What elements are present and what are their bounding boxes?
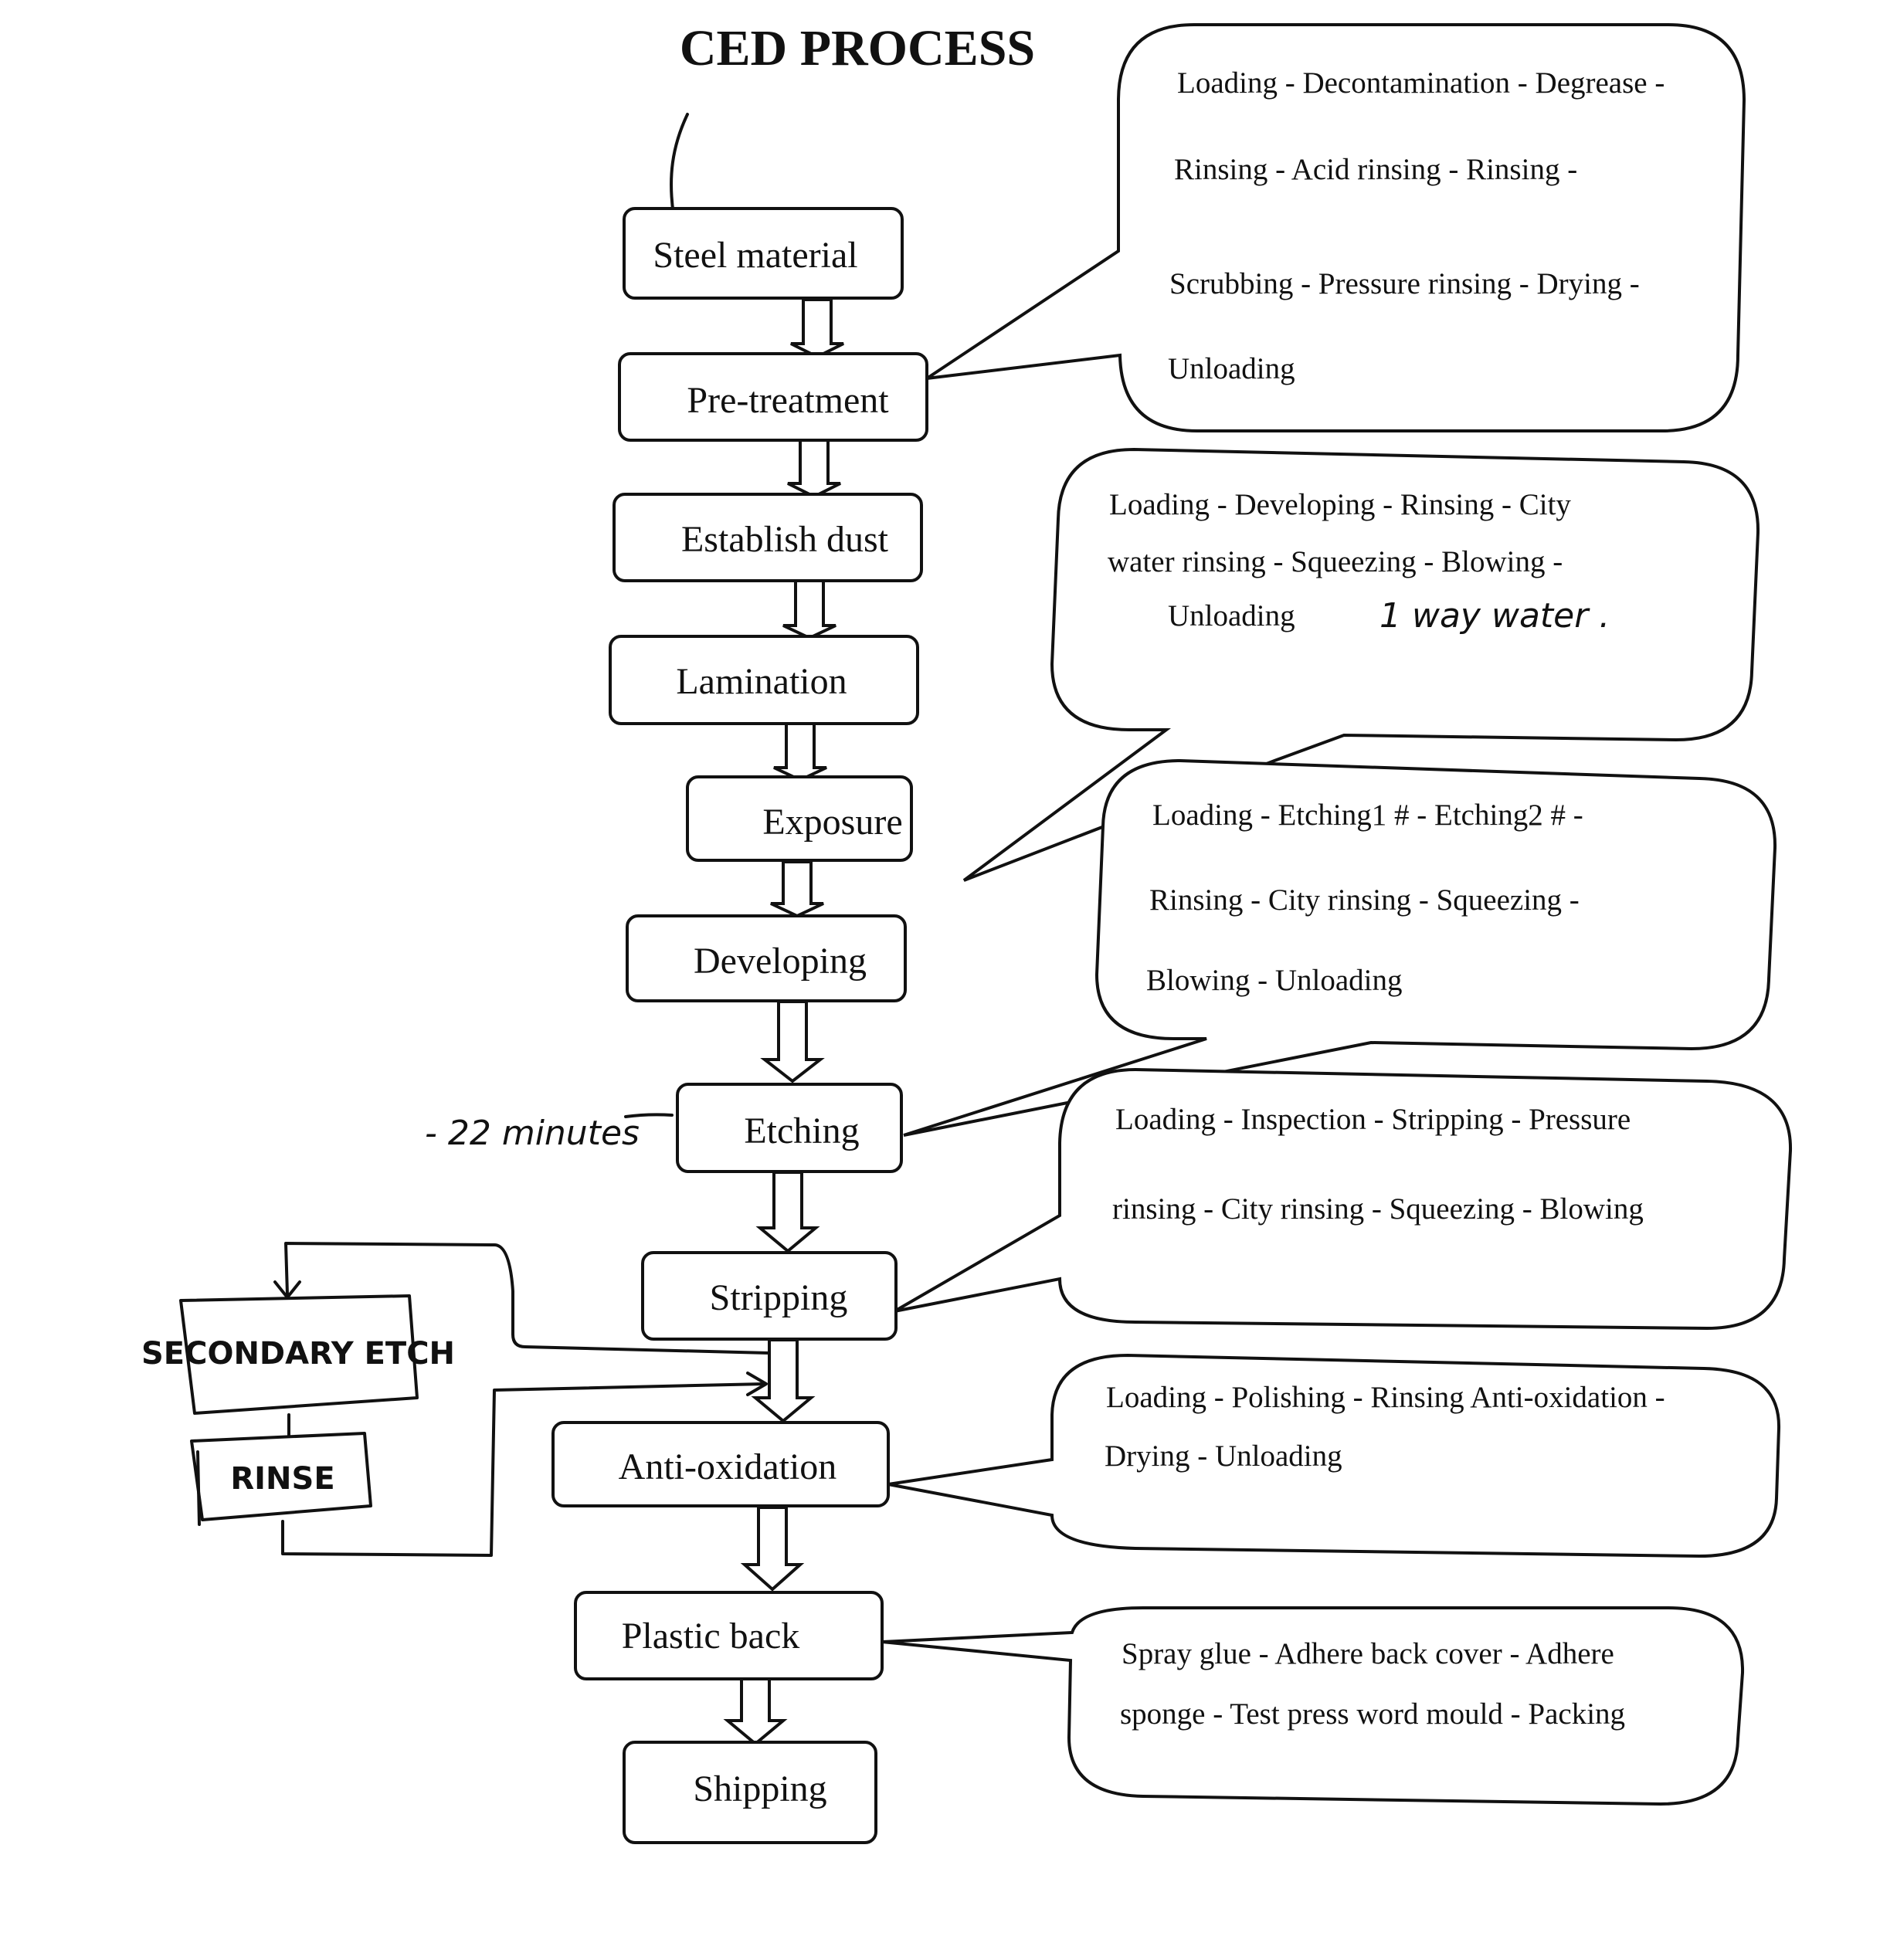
callout-line: sponge - Test press word mould - Packing xyxy=(1120,1697,1625,1731)
step-label: Lamination xyxy=(676,661,847,702)
step-label: Shipping xyxy=(693,1768,826,1809)
callout-line: Scrubbing - Pressure rinsing - Drying - xyxy=(1169,267,1640,300)
callout-line: Loading - Polishing - Rinsing Anti-oxida… xyxy=(1106,1381,1665,1414)
step-establish-dust: Establish dust xyxy=(614,494,921,581)
step-label: Steel material xyxy=(653,235,857,276)
callout-line: Rinsing - Acid rinsing - Rinsing - xyxy=(1174,153,1577,186)
arrow-pretreatment-to-dust xyxy=(788,439,840,497)
step-developing: Developing xyxy=(627,916,905,1001)
step-label: Anti-oxidation xyxy=(619,1446,837,1487)
rinse-label: RINSE xyxy=(230,1461,334,1497)
callout-line: Loading - Developing - Rinsing - City xyxy=(1109,488,1571,521)
callout-line: Rinsing - City rinsing - Squeezing - xyxy=(1149,883,1580,917)
rinse-down-tick xyxy=(198,1452,199,1524)
step-shipping: Shipping xyxy=(624,1742,876,1843)
arrow-dust-to-lamination xyxy=(783,581,836,638)
step-lamination: Lamination xyxy=(610,636,918,724)
step-label: Etching xyxy=(744,1111,859,1151)
callout-line: Loading - Inspection - Stripping - Press… xyxy=(1115,1103,1631,1136)
step-label: Plastic back xyxy=(622,1616,800,1657)
callout-line: Unloading xyxy=(1168,599,1295,632)
secondary-etch-label: SECONDARY ETCH xyxy=(141,1336,455,1372)
step-label: Stripping xyxy=(710,1277,848,1318)
arrow-plastic-to-shipping xyxy=(728,1677,783,1744)
hand-drawn-curve xyxy=(671,114,687,215)
handwritten-note: 1 way water . xyxy=(1379,596,1610,636)
step-label: Developing xyxy=(694,941,867,982)
step-etching: Etching xyxy=(677,1084,901,1172)
callout-line: Spray glue - Adhere back cover - Adhere xyxy=(1122,1637,1614,1670)
step-exposure: Exposure xyxy=(687,777,911,860)
etching-time-note: - 22 minutes xyxy=(425,1114,640,1153)
callout-line: Drying - Unloading xyxy=(1105,1439,1342,1473)
step-pre-treatment: Pre-treatment xyxy=(619,354,927,440)
process-steps: Steel material Pre-treatment Establish d… xyxy=(553,209,927,1843)
callout-line: Loading - Decontamination - Degrease - xyxy=(1177,66,1665,100)
callout-line: water rinsing - Squeezing - Blowing - xyxy=(1108,545,1563,578)
callout-line: Blowing - Unloading xyxy=(1146,964,1402,997)
arrow-exposure-to-developing xyxy=(771,862,823,916)
arrow-lamination-to-exposure xyxy=(774,724,826,780)
step-steel-material: Steel material xyxy=(624,209,902,298)
step-anti-oxidation: Anti-oxidation xyxy=(553,1423,888,1506)
step-label: Exposure xyxy=(762,802,902,843)
callout-line: Loading - Etching1 # - Etching2 # - xyxy=(1152,799,1583,832)
callout-line: rinsing - City rinsing - Squeezing - Blo… xyxy=(1112,1192,1644,1226)
etching-time-annotation: - 22 minutes xyxy=(425,1114,672,1153)
arrow-steel-to-pretreatment xyxy=(791,300,843,357)
callout-line: Unloading xyxy=(1168,352,1295,385)
annotation-underline xyxy=(626,1114,672,1117)
diagram-title: CED PROCESS xyxy=(680,20,1035,76)
arrow-developing-to-etching xyxy=(765,1002,820,1081)
arrow-etching-to-stripping xyxy=(760,1172,816,1251)
step-plastic-back: Plastic back xyxy=(575,1592,882,1679)
arrow-antioxidation-to-plastic xyxy=(745,1507,800,1589)
step-stripping: Stripping xyxy=(643,1253,896,1339)
step-label: Establish dust xyxy=(681,519,889,560)
step-label: Pre-treatment xyxy=(687,380,889,421)
